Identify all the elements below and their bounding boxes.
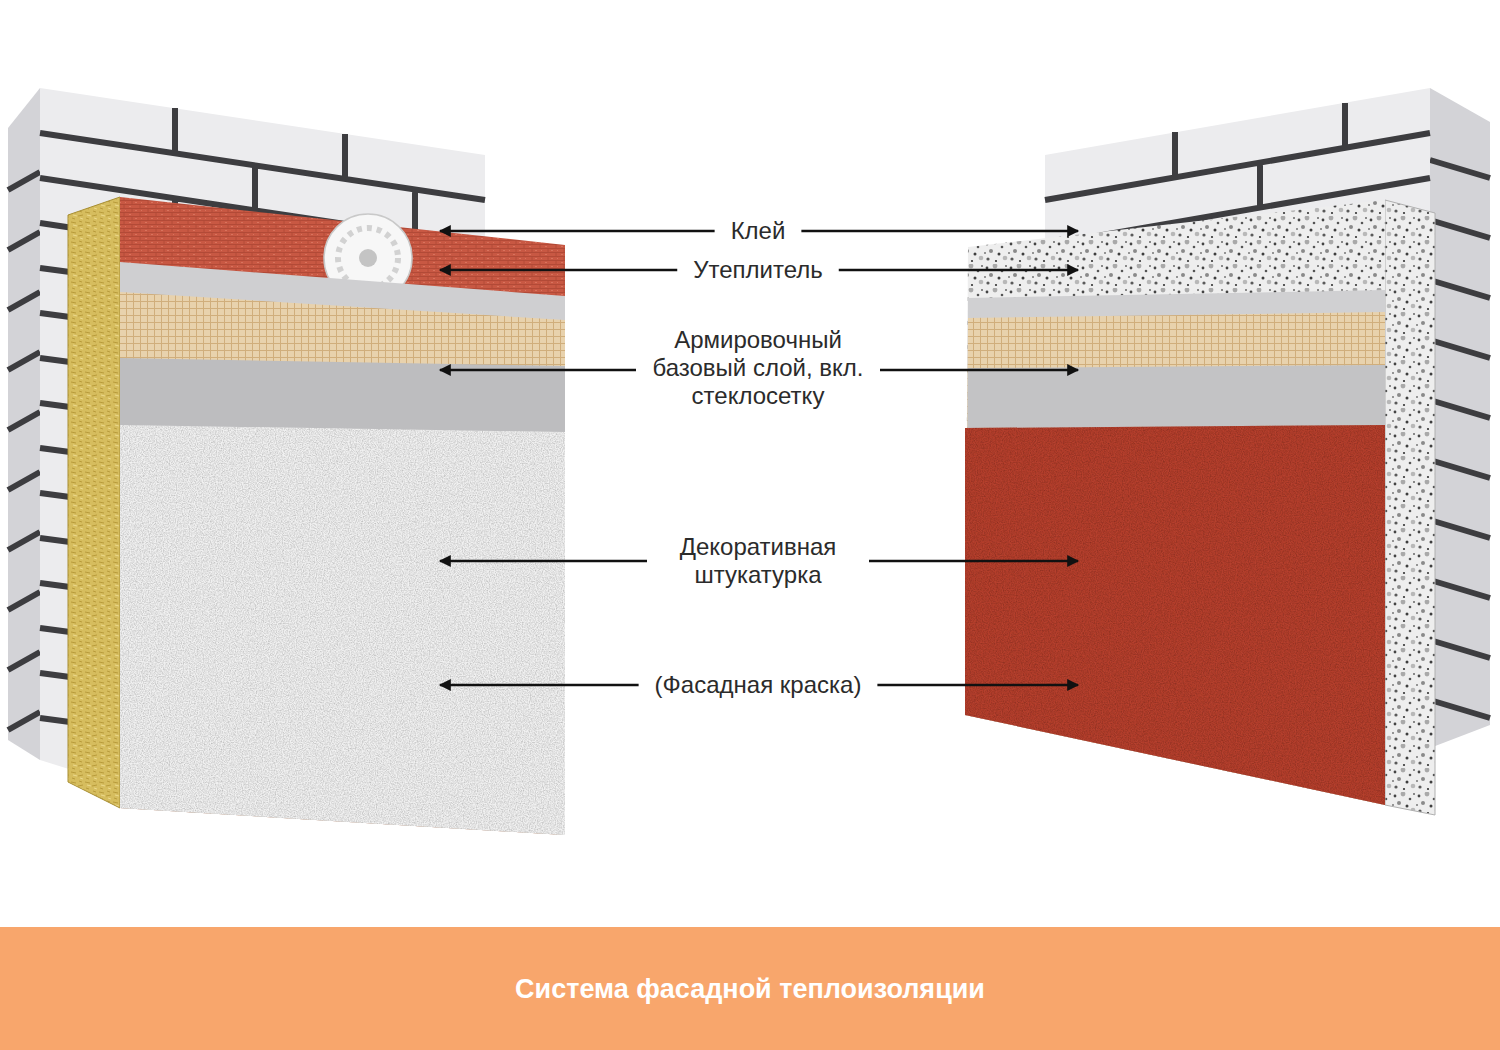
leader-arrow (440, 230, 715, 233)
wall-side (1430, 88, 1490, 748)
dowel-holes (338, 228, 398, 288)
red-plaster (965, 425, 1385, 805)
right-insulation-system (965, 200, 1435, 815)
leader-arrow (880, 369, 1078, 372)
glass-mesh (120, 292, 565, 835)
eps-edge (1385, 200, 1435, 815)
leader-arrow (440, 269, 677, 272)
leader-arrow (801, 230, 1078, 233)
adhesive-layer (120, 197, 565, 835)
caption-box: Система фасадной теплоизоляции (0, 927, 1500, 1050)
base-coat (965, 290, 1385, 805)
layer-label: Армировочный базовый слой, вкл. стеклосе… (652, 326, 864, 410)
leader-arrow (440, 369, 636, 372)
base-coat (120, 358, 565, 835)
leader-arrow (440, 684, 639, 687)
leader-arrow (839, 269, 1078, 272)
glass-mesh (965, 312, 1385, 805)
layer-label: Декоративная штукатурка (663, 533, 853, 589)
layer-label: (Фасадная краска) (655, 671, 862, 699)
layer-label: Утеплитель (693, 256, 823, 284)
left-insulation-system (68, 197, 565, 835)
dowel-head (359, 249, 377, 267)
base-coat (965, 365, 1385, 805)
leader-arrows (440, 231, 1078, 685)
leader-arrow (440, 560, 647, 563)
mineral-wool-edge (68, 197, 120, 808)
layer-label: Клей (731, 217, 786, 245)
caption-text: Система фасадной теплоизоляции (515, 973, 985, 1005)
eps-board (965, 200, 1385, 805)
wall-mortar (1430, 160, 1490, 718)
base-coat (120, 262, 565, 835)
leader-arrow (877, 684, 1078, 687)
white-plaster (120, 425, 565, 835)
wall-side (8, 88, 40, 760)
leader-arrow (869, 560, 1078, 563)
wall-mortar (8, 172, 40, 730)
